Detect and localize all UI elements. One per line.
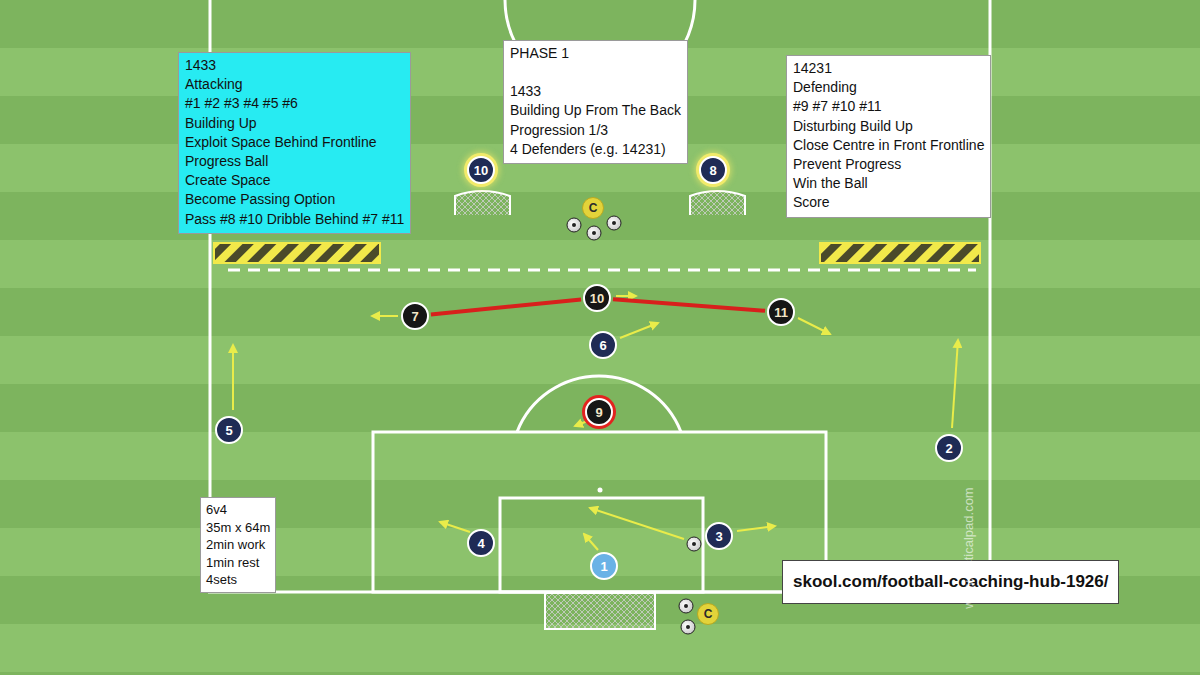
info-line: Building Up bbox=[185, 114, 404, 133]
info-line: Exploit Space Behind Frontline bbox=[185, 133, 404, 152]
player-number: 4 bbox=[477, 536, 484, 551]
info-line: Become Passing Option bbox=[185, 190, 404, 209]
info-line: #1 #2 #3 #4 #5 #6 bbox=[185, 94, 404, 113]
coach-marker: C bbox=[697, 603, 719, 625]
pressing-line bbox=[613, 299, 765, 311]
info-line: 2min work bbox=[206, 536, 270, 554]
player-number: 8 bbox=[709, 163, 716, 178]
defending-info-box: 14231Defending#9 #7 #10 #11Disturbing Bu… bbox=[786, 55, 991, 218]
player-number: 5 bbox=[225, 423, 232, 438]
watermark: www.tacticalpad.com bbox=[961, 487, 976, 608]
phase-info-box: PHASE 1 1433Building Up From The BackProg… bbox=[503, 40, 688, 164]
info-line: 1433 bbox=[185, 56, 404, 75]
session-info-box: 6v435m x 64m2min work1min rest4sets bbox=[200, 497, 276, 593]
player-number: 3 bbox=[715, 529, 722, 544]
player-number: 10 bbox=[474, 163, 488, 178]
pressing-line bbox=[431, 300, 581, 315]
info-line: Win the Ball bbox=[793, 174, 984, 193]
player-number: 2 bbox=[945, 441, 952, 456]
info-line: 1min rest bbox=[206, 554, 270, 572]
player-number: C bbox=[704, 607, 713, 621]
player-number: C bbox=[589, 201, 598, 215]
info-line: Score bbox=[793, 193, 984, 212]
info-line: #9 #7 #10 #11 bbox=[793, 97, 984, 116]
attacker-player: 6 bbox=[589, 331, 617, 359]
info-line: Disturbing Build Up bbox=[793, 117, 984, 136]
attacker-player: 4 bbox=[467, 529, 495, 557]
info-line: Progress Ball bbox=[185, 152, 404, 171]
info-line: Defending bbox=[793, 78, 984, 97]
attacker-player: 5 bbox=[215, 416, 243, 444]
info-line: Create Space bbox=[185, 171, 404, 190]
info-line: 4sets bbox=[206, 571, 270, 589]
attacker-player: 2 bbox=[935, 434, 963, 462]
info-line: 35m x 64m bbox=[206, 519, 270, 537]
player-number: 7 bbox=[411, 309, 418, 324]
defender-player: 10 bbox=[583, 284, 611, 312]
info-line: PHASE 1 bbox=[510, 44, 681, 63]
player-number: 6 bbox=[599, 338, 606, 353]
coach-marker: C bbox=[582, 197, 604, 219]
target-player: 10 bbox=[467, 156, 495, 184]
info-line: Prevent Progress bbox=[793, 155, 984, 174]
info-line: 6v4 bbox=[206, 501, 270, 519]
info-line: Attacking bbox=[185, 75, 404, 94]
link-box: skool.com/football-coaching-hub-1926/ bbox=[782, 560, 1119, 604]
info-line: Pass #8 #10 Dribble Behind #7 #11 bbox=[185, 210, 404, 229]
player-number: 9 bbox=[595, 405, 602, 420]
player-number: 10 bbox=[590, 291, 604, 306]
info-line: skool.com/football-coaching-hub-1926/ bbox=[793, 571, 1108, 593]
info-line: 14231 bbox=[793, 59, 984, 78]
info-line: 4 Defenders (e.g. 14231) bbox=[510, 140, 681, 159]
attacker-player: 3 bbox=[705, 522, 733, 550]
defender-player: 11 bbox=[767, 298, 795, 326]
info-line: 1433 bbox=[510, 82, 681, 101]
info-line: Progression 1/3 bbox=[510, 121, 681, 140]
attacking-info-box: 1433Attacking#1 #2 #3 #4 #5 #6Building U… bbox=[178, 52, 411, 234]
defender-player: 7 bbox=[401, 302, 429, 330]
player-number: 11 bbox=[774, 305, 788, 320]
info-line: Building Up From The Back bbox=[510, 101, 681, 120]
player-number: 1 bbox=[600, 559, 607, 574]
info-line: Close Centre in Front Frontline bbox=[793, 136, 984, 155]
goalkeeper-player: 1 bbox=[590, 552, 618, 580]
target-player: 8 bbox=[699, 156, 727, 184]
defender-player: 9 bbox=[585, 398, 613, 426]
